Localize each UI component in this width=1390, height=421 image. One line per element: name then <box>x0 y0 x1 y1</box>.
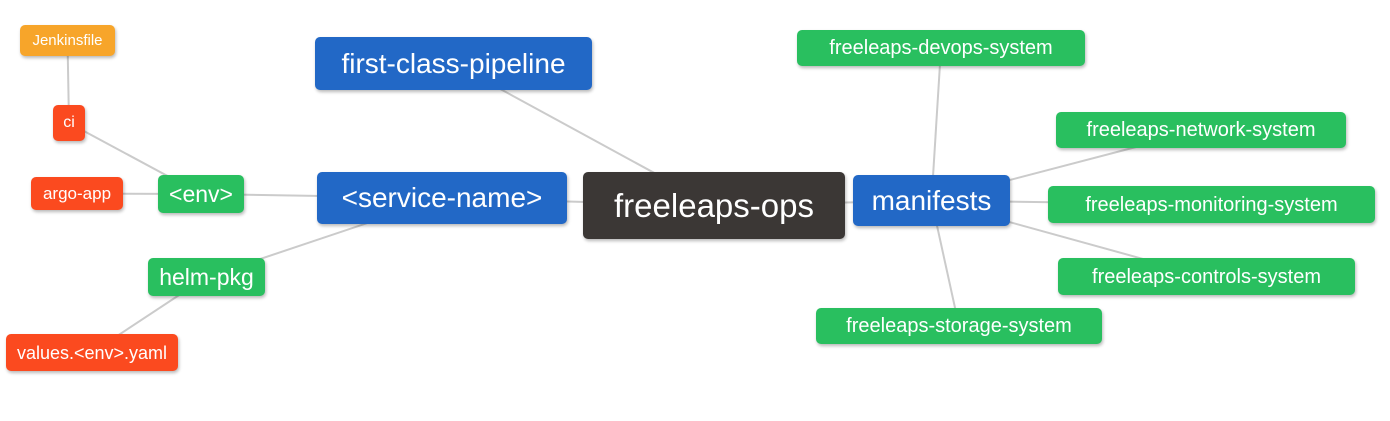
node-freeleaps-controls-system[interactable]: freeleaps-controls-system <box>1058 258 1355 295</box>
node-manifests[interactable]: manifests <box>853 175 1010 226</box>
node-first-class-pipeline[interactable]: first-class-pipeline <box>315 37 592 90</box>
node-env[interactable]: <env> <box>158 175 244 213</box>
node-ci[interactable]: ci <box>53 105 85 141</box>
node-service-name[interactable]: <service-name> <box>317 172 567 224</box>
node-argo-app[interactable]: argo-app <box>31 177 123 210</box>
node-freeleaps-storage-system[interactable]: freeleaps-storage-system <box>816 308 1102 344</box>
node-freeleaps-monitoring-system[interactable]: freeleaps-monitoring-system <box>1048 186 1375 223</box>
node-freeleaps-devops-system[interactable]: freeleaps-devops-system <box>797 30 1085 66</box>
node-helm-pkg[interactable]: helm-pkg <box>148 258 265 296</box>
node-values-env-yaml[interactable]: values.<env>.yaml <box>6 334 178 371</box>
node-freeleaps-ops[interactable]: freeleaps-ops <box>583 172 845 239</box>
node-jenkinsfile[interactable]: Jenkinsfile <box>20 25 115 56</box>
node-freeleaps-network-system[interactable]: freeleaps-network-system <box>1056 112 1346 148</box>
